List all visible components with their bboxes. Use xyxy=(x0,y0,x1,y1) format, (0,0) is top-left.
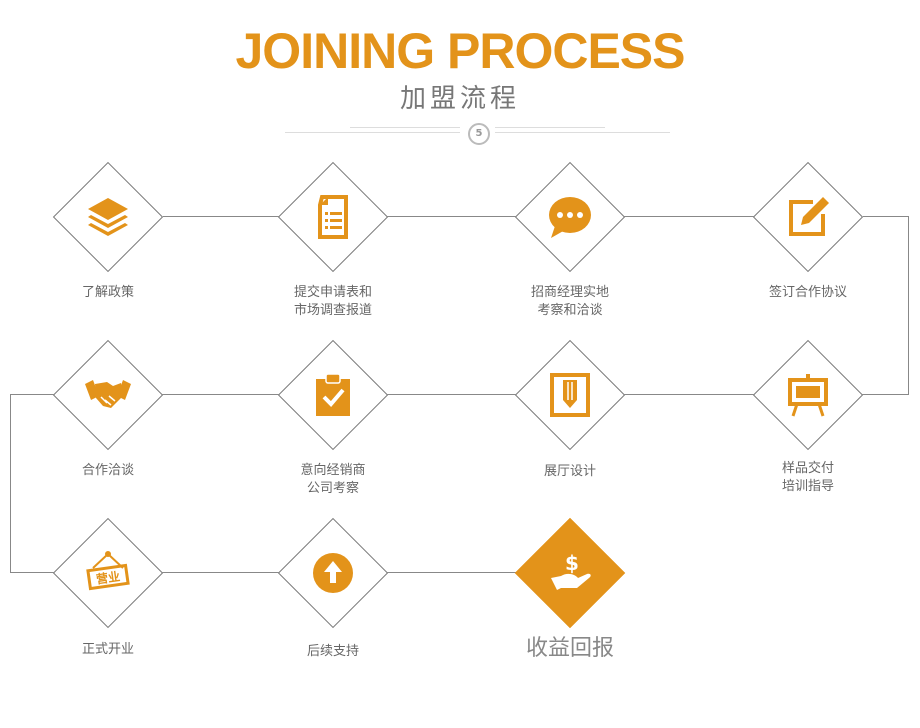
design-icon xyxy=(550,373,590,417)
step-profit-return: $ xyxy=(514,517,626,629)
step-showroom-design xyxy=(514,339,626,451)
document-list-icon xyxy=(318,195,348,239)
connector xyxy=(108,394,908,395)
label-line: 公司考察 xyxy=(306,481,359,496)
step-label: 招商经理实地考察和洽谈 xyxy=(490,284,650,320)
label-line: 样品交付 xyxy=(781,461,834,476)
step-label: 了解政策 xyxy=(28,284,188,302)
label-line: 后续支持 xyxy=(306,644,359,659)
upload-arrow-icon xyxy=(313,553,353,593)
step-label: 展厅设计 xyxy=(490,463,650,481)
step-grand-opening: 营业 xyxy=(52,517,164,629)
clipboard-check-icon xyxy=(316,373,350,416)
step-label: 合作洽谈 xyxy=(28,462,188,480)
label-line: 培训指导 xyxy=(781,479,834,494)
open-sign-icon: 营业 xyxy=(86,551,130,591)
divider xyxy=(285,132,460,133)
label-line: 合作洽谈 xyxy=(81,463,134,478)
label-line: 签订合作协议 xyxy=(768,285,847,300)
step-label: 样品交付培训指导 xyxy=(728,460,888,496)
step-sample-training xyxy=(752,339,864,451)
number-badge: 5 xyxy=(468,123,490,145)
open-sign-text: 营业 xyxy=(95,568,121,586)
page-subtitle: 加盟流程 xyxy=(399,84,520,114)
step-company-inspection xyxy=(277,339,389,451)
connector xyxy=(908,216,909,395)
handshake-icon xyxy=(85,380,131,408)
easel-board-icon xyxy=(788,374,828,417)
divider xyxy=(350,127,460,128)
step-submit-application xyxy=(277,161,389,273)
chat-bubble-icon xyxy=(549,197,591,238)
connector xyxy=(163,216,808,217)
step-label: 提交申请表和市场调查报道 xyxy=(253,284,413,320)
step-label: 收益回报 xyxy=(490,636,650,662)
step-label: 正式开业 xyxy=(28,641,188,659)
connector xyxy=(863,216,908,217)
step-label: 签订合作协议 xyxy=(728,284,888,302)
connector xyxy=(10,394,11,573)
label-line: 市场调查报道 xyxy=(293,303,372,318)
edit-icon xyxy=(789,197,829,236)
divider xyxy=(495,127,605,128)
step-cooperation-talks xyxy=(52,339,164,451)
divider xyxy=(495,132,670,133)
step-label: 意向经销商公司考察 xyxy=(253,462,413,498)
label-line: 正式开业 xyxy=(81,642,134,657)
layers-icon xyxy=(88,198,128,236)
page-title: JOINING PROCESS xyxy=(235,23,686,79)
step-sign-agreement xyxy=(752,161,864,273)
label-line: 展厅设计 xyxy=(543,464,596,479)
step-label: 后续支持 xyxy=(253,643,413,661)
label-line: 意向经销商 xyxy=(300,463,366,478)
step-understand-policy xyxy=(52,161,164,273)
connector xyxy=(10,394,55,395)
label-line: 了解政策 xyxy=(81,285,134,300)
label-line: 提交申请表和 xyxy=(293,285,372,300)
step-follow-up-support xyxy=(277,517,389,629)
money-hand-icon: $ xyxy=(551,551,591,590)
svg-text:$: $ xyxy=(565,551,579,575)
label-line: 招商经理实地 xyxy=(530,285,609,300)
step-site-visit xyxy=(514,161,626,273)
label-line: 收益回报 xyxy=(525,636,614,661)
label-line: 考察和洽谈 xyxy=(537,303,603,318)
